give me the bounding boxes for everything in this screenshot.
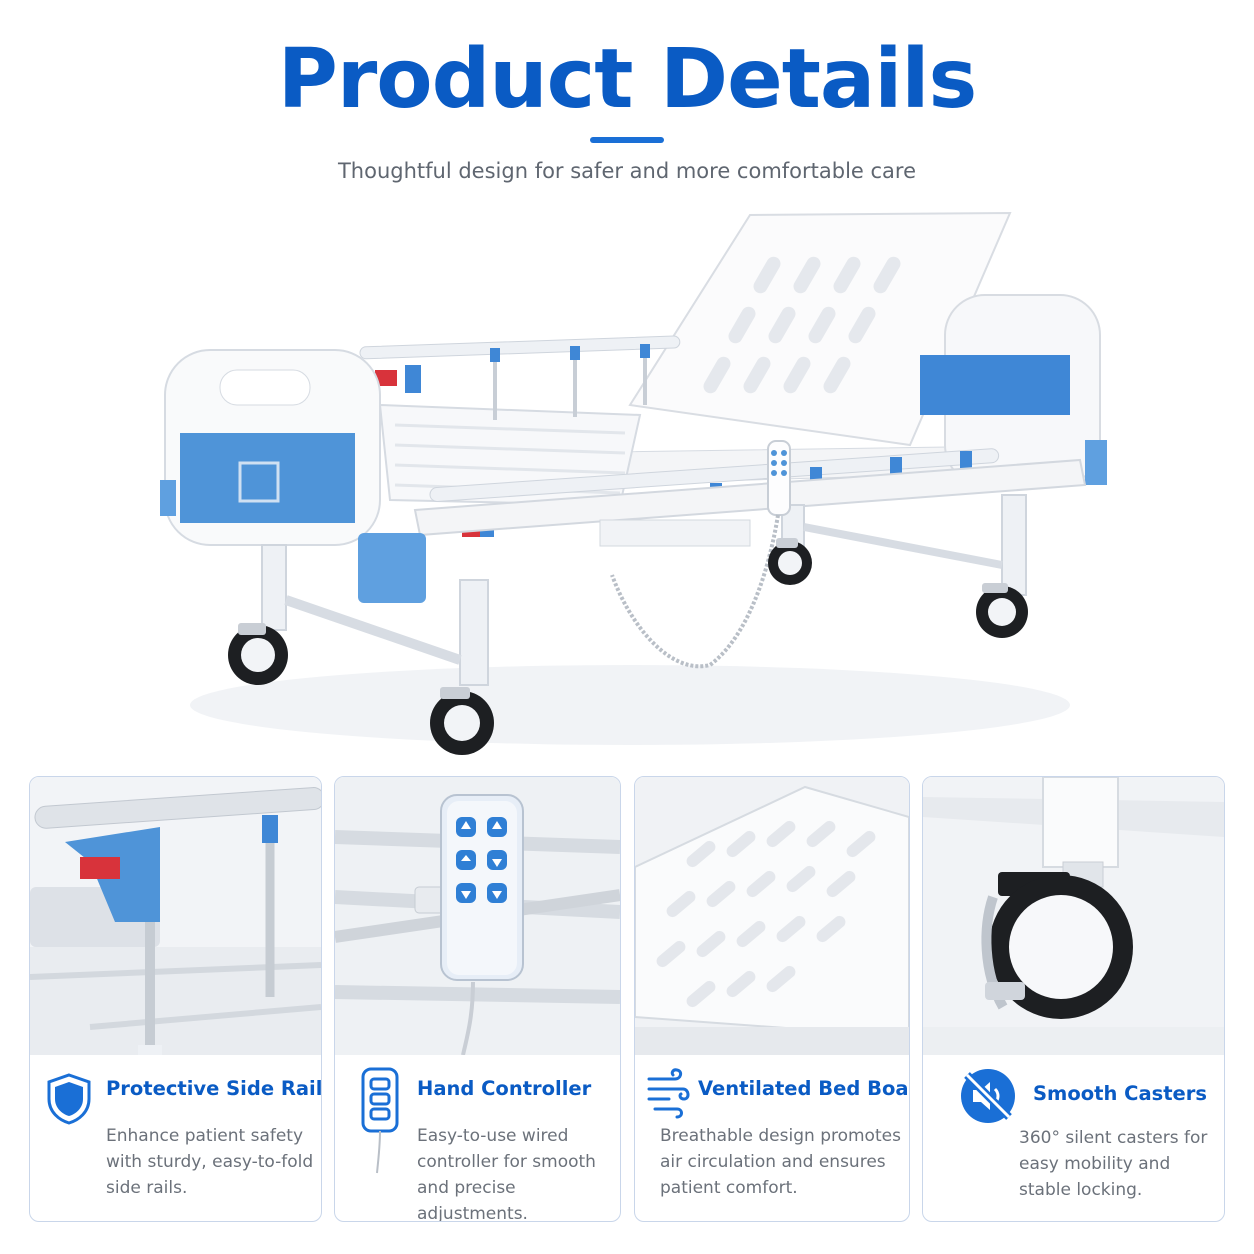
feature-title: Ventilated Bed Board [698,1077,910,1100]
feature-title: Protective Side Rails [106,1077,322,1100]
page-title: Product Details [277,32,978,127]
side-rails-photo [30,777,321,1055]
feature-title: Smooth Casters [1033,1082,1207,1105]
title-underline [590,137,664,143]
feature-card-casters: Smooth Casters 360° silent casters for e… [922,776,1225,1222]
hand-controller-photo [335,777,620,1055]
feature-description: Easy-to-use wired controller for smooth … [417,1126,596,1222]
hospital-bed-image [150,205,1110,760]
feature-description: Enhance patient safety with sturdy, easy… [106,1126,314,1198]
feature-description: 360° silent casters for easy mobility an… [1019,1128,1208,1200]
feature-title: Hand Controller [417,1077,592,1100]
feature-card-hand-controller: Hand Controller Easy-to-use wired contro… [334,776,621,1222]
shield-icon [46,1073,92,1129]
page-subtitle: Thoughtful design for safer and more com… [337,159,917,183]
remote-control-icon [360,1067,400,1181]
mute-speaker-icon [959,1067,1017,1129]
feature-card-side-rails: Protective Side Rails Enhance patient sa… [29,776,322,1222]
feature-description: Breathable design promotes air circulati… [660,1126,901,1198]
feature-card-bed-board: Ventilated Bed Board Breathable design p… [634,776,910,1222]
casters-photo [923,777,1224,1055]
bed-board-photo [635,777,909,1055]
airflow-icon [647,1067,691,1123]
